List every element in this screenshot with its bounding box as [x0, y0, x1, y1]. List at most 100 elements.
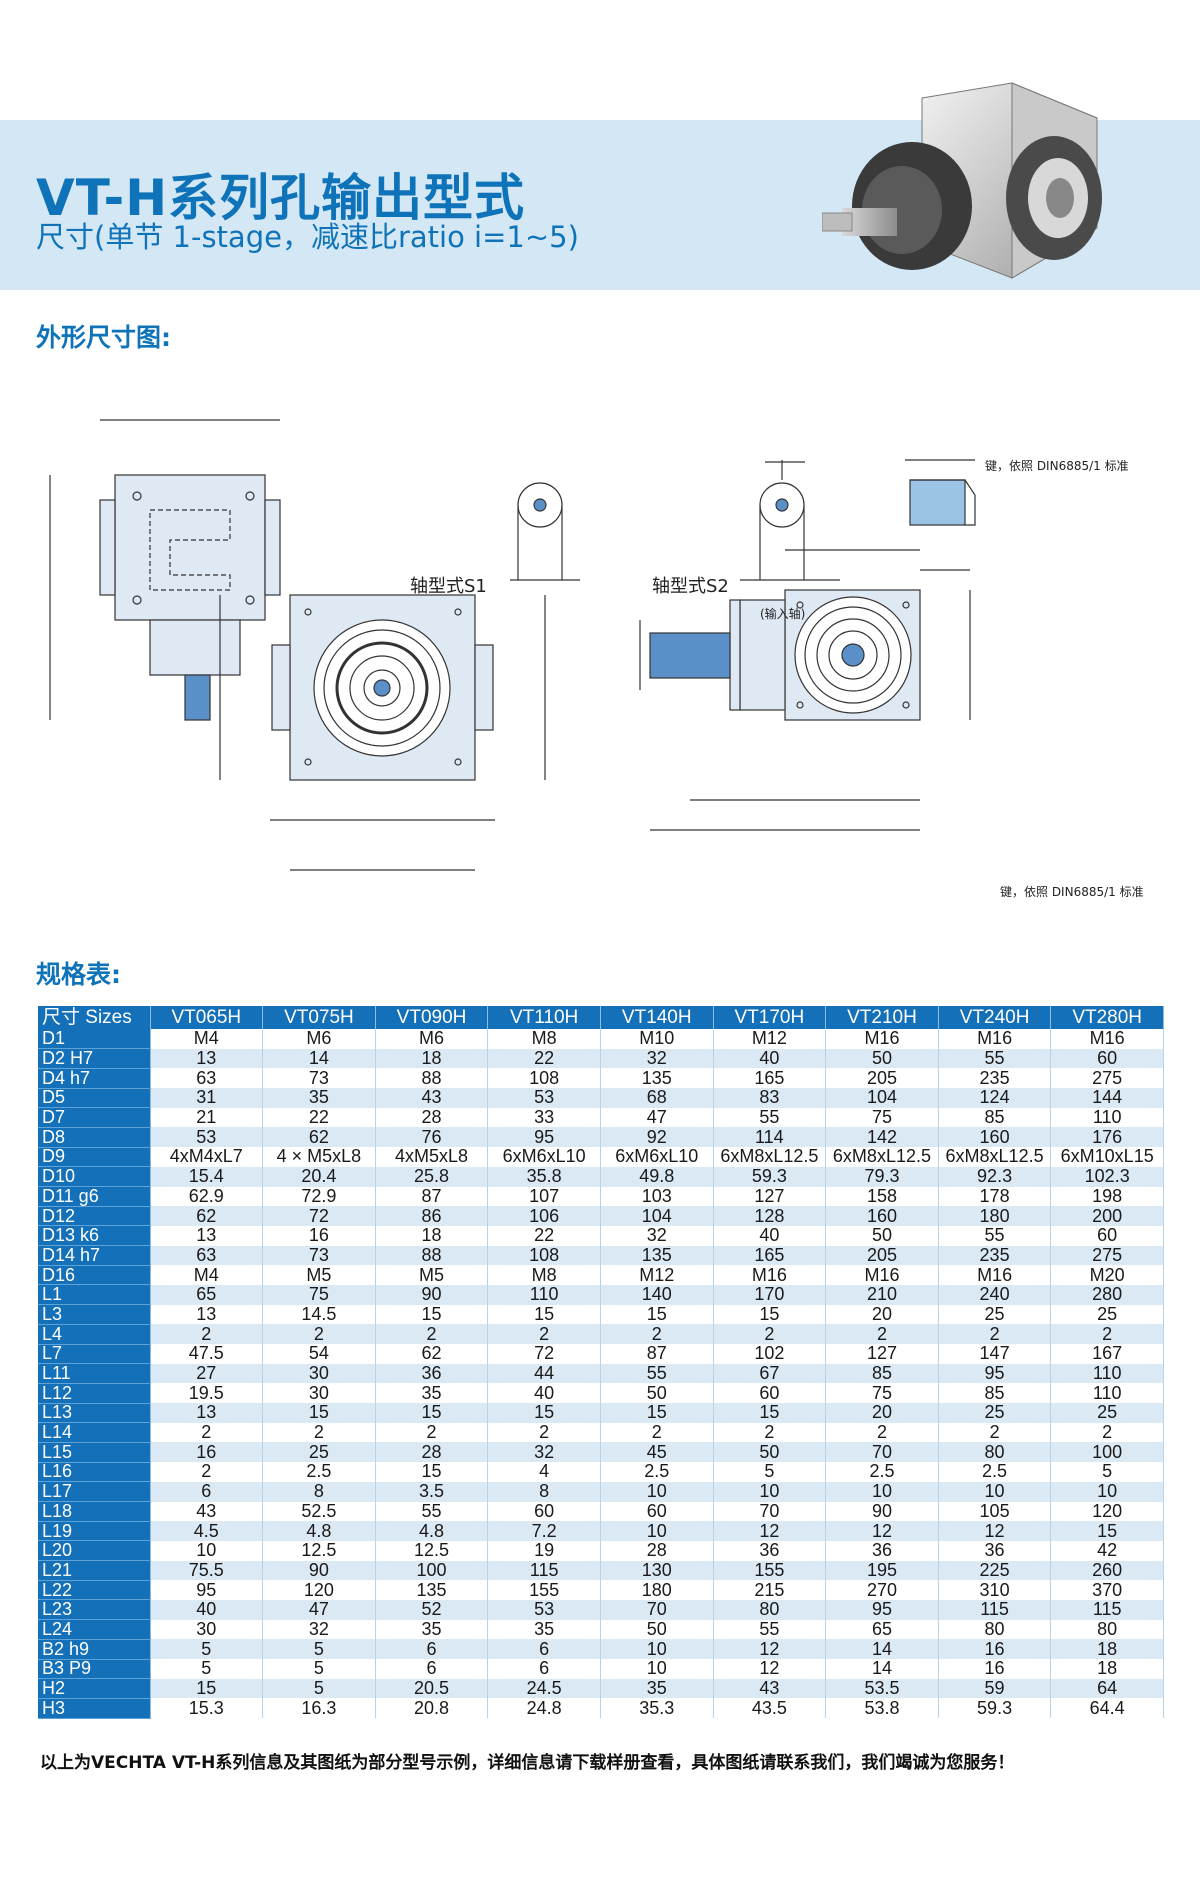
table-cell: 25.8: [375, 1166, 489, 1187]
table-cell: 140: [600, 1284, 714, 1305]
table-cell: 215: [713, 1580, 827, 1600]
row-label: D14 h7: [38, 1245, 151, 1266]
row-label: H2: [38, 1678, 151, 1699]
table-cell: 16: [262, 1225, 376, 1246]
table-cell: 107: [487, 1186, 601, 1207]
table-cell: 200: [1050, 1206, 1164, 1226]
row-label: D16: [38, 1265, 151, 1286]
table-cell: 43.5: [713, 1698, 827, 1719]
table-cell: 205: [825, 1245, 939, 1266]
table-cell: 10: [600, 1481, 714, 1502]
table-cell: 43: [150, 1501, 264, 1522]
table-cell: 135: [375, 1580, 489, 1600]
table-cell: 2: [262, 1324, 376, 1344]
row-label: L16: [38, 1462, 151, 1483]
table-cell: 30: [150, 1619, 264, 1640]
table-cell: 195: [825, 1560, 939, 1581]
table-cell: 31: [150, 1088, 264, 1108]
table-cell: 10: [938, 1481, 1052, 1502]
table-cell: 6xM10xL15: [1050, 1147, 1164, 1167]
table-cell: 72.9: [262, 1186, 376, 1207]
table-cell: 198: [1050, 1186, 1164, 1207]
table-cell: 2: [825, 1422, 939, 1443]
table-cell: 142: [825, 1127, 939, 1148]
table-cell: 10: [825, 1481, 939, 1502]
table-cell: 15: [1050, 1521, 1164, 1541]
table-cell: 135: [600, 1245, 714, 1266]
table-cell: M16: [825, 1029, 939, 1049]
table-cell: 32: [487, 1442, 601, 1463]
table-cell: 2: [1050, 1324, 1164, 1344]
table-cell: 35: [600, 1678, 714, 1699]
table-cell: 12.5: [375, 1540, 489, 1561]
table-cell: 62: [150, 1206, 264, 1226]
table-cell: 85: [938, 1383, 1052, 1404]
row-label: D9: [38, 1147, 151, 1168]
table-cell: 73: [262, 1245, 376, 1266]
table-cell: 10: [600, 1521, 714, 1541]
table-cell: 155: [487, 1580, 601, 1600]
table-cell: 63: [150, 1245, 264, 1266]
table-cell: M16: [938, 1029, 1052, 1049]
table-cell: 15: [713, 1403, 827, 1423]
specs-section-title: 规格表:: [36, 960, 121, 989]
table-cell: 25: [938, 1304, 1052, 1325]
table-cell: 2.5: [600, 1462, 714, 1482]
table-cell: M4: [150, 1029, 264, 1049]
table-cell: 22: [487, 1225, 601, 1246]
table-cell: 2: [375, 1324, 489, 1344]
table-cell: 2.5: [262, 1462, 376, 1482]
table-cell: 25: [262, 1442, 376, 1463]
table-cell: 135: [600, 1068, 714, 1089]
row-label: L11: [38, 1363, 151, 1384]
table-cell: 50: [600, 1383, 714, 1404]
table-cell: 5: [713, 1462, 827, 1482]
row-label: L1: [38, 1284, 151, 1306]
table-cell: 178: [938, 1186, 1052, 1207]
table-cell: 21: [150, 1107, 264, 1128]
table-cell: 15: [713, 1304, 827, 1325]
table-cell: 108: [487, 1245, 601, 1266]
table-cell: 4xM5xL8: [375, 1147, 489, 1167]
table-cell: 62.9: [150, 1186, 264, 1207]
table-cell: 64: [1050, 1678, 1164, 1699]
table-cell: 80: [713, 1599, 827, 1620]
table-cell: 12: [938, 1521, 1052, 1541]
table-cell: 95: [150, 1580, 264, 1600]
table-cell: 6: [150, 1481, 264, 1502]
table-cell: 16: [938, 1639, 1052, 1659]
table-cell: M5: [262, 1265, 376, 1285]
table-cell: 6: [487, 1639, 601, 1659]
table-cell: 36: [713, 1540, 827, 1561]
table-cell: 6: [487, 1659, 601, 1679]
dimension-drawing-svg: [49, 419, 976, 871]
table-cell: 12: [713, 1659, 827, 1679]
table-cell: 16: [938, 1659, 1052, 1679]
table-cell: 65: [150, 1284, 264, 1305]
table-cell: M16: [825, 1265, 939, 1285]
table-cell: 20: [825, 1304, 939, 1325]
table-cell: M16: [713, 1265, 827, 1285]
table-cell: 52: [375, 1599, 489, 1620]
page-title: VT-H系列孔输出型式: [36, 169, 526, 227]
key-standard-note-top: 键，依照 DIN6885/1 标准: [985, 459, 1129, 473]
row-label: D7: [38, 1107, 151, 1128]
table-cell: 100: [375, 1560, 489, 1581]
table-cell: 2: [600, 1422, 714, 1443]
table-cell: 28: [600, 1540, 714, 1561]
table-cell: 13: [150, 1225, 264, 1246]
table-cell: 18: [375, 1048, 489, 1069]
table-cell: 47: [262, 1599, 376, 1620]
table-cell: 4.8: [262, 1521, 376, 1541]
table-cell: 85: [825, 1363, 939, 1384]
table-cell: 27: [150, 1363, 264, 1384]
